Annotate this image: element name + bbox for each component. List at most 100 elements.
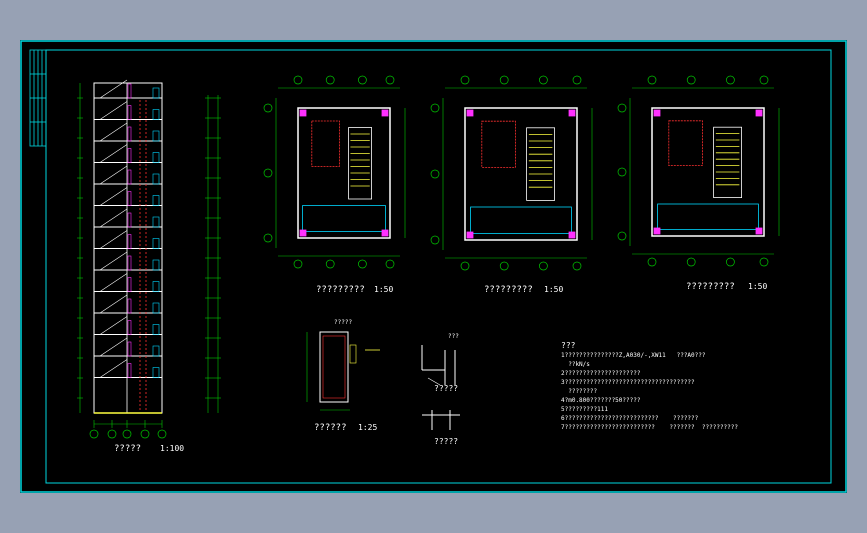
axis-bubble <box>726 257 735 267</box>
axis-bubble <box>430 103 440 113</box>
window <box>152 238 160 249</box>
axis-bubble <box>430 235 440 245</box>
column <box>653 227 661 235</box>
plan-2-scale: 1:50 <box>544 285 564 294</box>
axis-bubble <box>617 231 627 241</box>
stair-flight <box>99 251 128 271</box>
door-marker <box>127 234 132 249</box>
section-scale: 1:100 <box>160 444 185 453</box>
door-detail-scale: 1:25 <box>358 423 378 432</box>
column <box>568 109 576 117</box>
door-marker <box>127 363 132 378</box>
window <box>152 195 160 206</box>
column <box>381 229 389 237</box>
door-marker <box>127 105 132 120</box>
axis-bubble <box>617 103 627 113</box>
outer-frame <box>20 40 847 493</box>
axis-bubble <box>539 261 548 271</box>
plan-3-title: ????????? <box>686 282 735 292</box>
door-handle <box>349 344 357 364</box>
details <box>306 331 460 430</box>
notes-line: 3???????????????????????????????????? <box>561 379 695 386</box>
notes-line: 5?????????111 <box>561 406 608 413</box>
axis-bubble <box>647 75 657 85</box>
drawing-sheet: ????? 1:100 ????????? 1:50 ????????? 1:5… <box>20 40 847 493</box>
stair-flight <box>99 294 128 314</box>
notes-line: 4?m0.800???????50????? <box>561 397 641 404</box>
plan-walls <box>464 107 578 241</box>
detail-a-leader <box>427 377 441 386</box>
stair-plans <box>263 75 780 271</box>
notes-line: ??kN/s <box>561 361 590 368</box>
axis-bubble <box>140 429 150 439</box>
axis-bubble <box>89 429 99 439</box>
detail-a-title: ????? <box>434 384 459 393</box>
notes-line: 1???????????????Z,A030/-,XW11 ???A0??? <box>561 352 706 359</box>
notes-list: 1???????????????Z,A030/-,XW11 ???A0??? ?… <box>561 353 738 434</box>
window <box>152 216 160 228</box>
column <box>466 231 474 239</box>
window <box>152 259 160 271</box>
door-detail-title: ?????? <box>314 423 347 433</box>
axis-bubble <box>157 429 167 439</box>
corridor <box>657 203 759 231</box>
door-marker <box>127 255 132 271</box>
inner-frame <box>45 49 832 484</box>
window <box>152 87 160 99</box>
window <box>152 281 160 292</box>
detail-b-title: ????? <box>434 437 459 446</box>
stair-well <box>526 127 556 201</box>
axis-bubble <box>499 75 509 85</box>
axis-bubble <box>539 75 548 85</box>
corridor <box>302 205 386 232</box>
door-marker <box>127 212 132 228</box>
door-detail-header: ????? <box>334 319 353 326</box>
column <box>466 109 474 117</box>
axis-bubble <box>617 167 627 177</box>
notes-line: ???????? <box>561 388 598 395</box>
plan-1-title: ????????? <box>316 285 365 295</box>
notes-line: 2????????????????????? <box>561 370 641 377</box>
column <box>755 227 763 235</box>
axis-bubble <box>293 75 303 85</box>
axis-bubble <box>460 261 470 271</box>
axis-bubble <box>358 259 367 269</box>
stair-flight <box>99 122 128 142</box>
axis-bubble <box>499 261 509 271</box>
door-marker <box>127 191 132 206</box>
stair-flight <box>99 187 128 206</box>
stair-flight <box>99 230 128 249</box>
axis-bubble <box>460 75 470 85</box>
stair-flight <box>99 101 128 120</box>
axis-bubble <box>122 429 132 439</box>
door-marker <box>127 277 132 292</box>
axis-bubble <box>385 75 395 85</box>
stair-well <box>348 127 373 200</box>
elevator-shaft <box>481 120 516 168</box>
door-marker <box>127 148 132 163</box>
axis-bubble <box>647 257 657 267</box>
door-marker <box>127 341 132 357</box>
column <box>299 109 307 117</box>
axis-bubble <box>325 259 335 269</box>
door-leaf <box>322 335 346 399</box>
axis-bubble <box>686 257 696 267</box>
corridor <box>470 206 572 234</box>
plan-walls <box>297 107 391 239</box>
axis-bubble <box>358 75 367 85</box>
window <box>152 345 160 357</box>
detail-a-tag: ??? <box>448 333 459 340</box>
axis-bubble <box>107 429 117 439</box>
column <box>568 231 576 239</box>
stair-flight <box>99 316 128 335</box>
column <box>755 109 763 117</box>
notes-line: 6?????????????????????????? ??????? <box>561 415 699 422</box>
axis-bubble <box>759 75 769 85</box>
window <box>152 173 160 185</box>
door-marker <box>127 169 132 185</box>
axis-bubble <box>263 168 273 178</box>
axis-bubble <box>572 75 582 85</box>
axis-bubble <box>263 233 273 243</box>
window <box>152 109 160 120</box>
stair-flight <box>99 208 128 228</box>
